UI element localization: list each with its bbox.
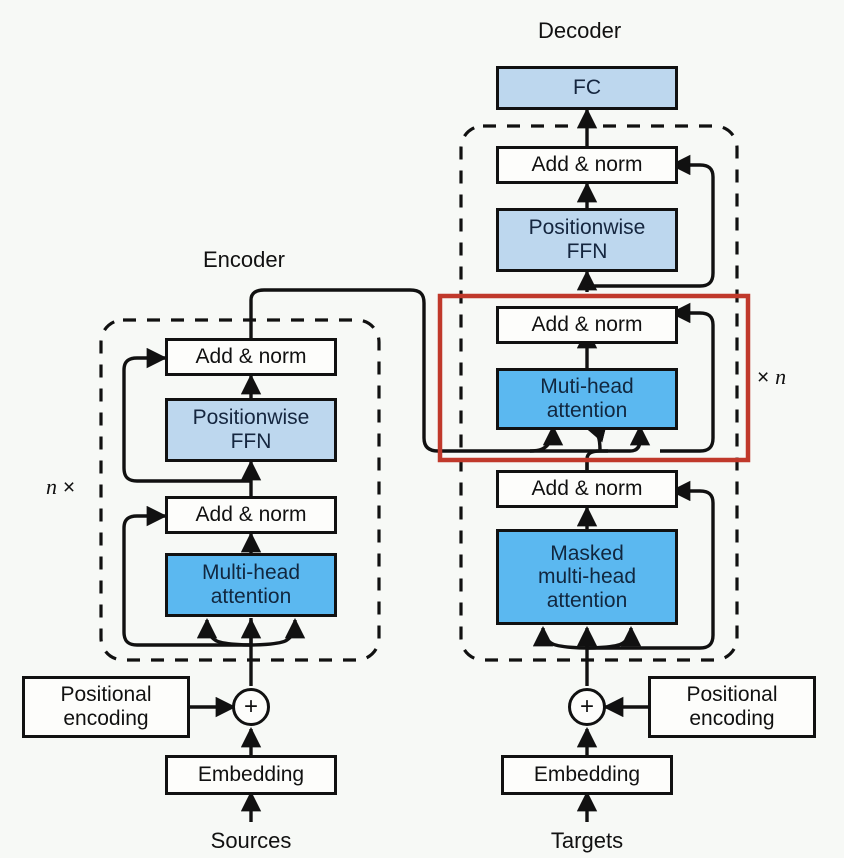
decoder-title: Decoder (538, 18, 622, 43)
decoder-residual-top (587, 154, 715, 288)
decoder-cross-attention-label-line2: attention (546, 399, 628, 422)
cross-attention-highlight-box (437, 293, 751, 463)
encoder-add-norm-bottom-label: Add & norm (195, 503, 307, 527)
decoder-add-operator[interactable]: + (568, 688, 606, 726)
encoder-residual-top (122, 347, 251, 483)
encoder-positionwise-ffn[interactable]: Positionwise FFN (165, 398, 337, 462)
decoder-masked-multi-head-attention[interactable]: Masked multi-head attention (496, 529, 678, 625)
decoder-add-norm-mid-label: Add & norm (531, 313, 643, 337)
decoder-masked-attention-label-line3: attention (546, 588, 628, 612)
decoder-add-norm-bottom-label: Add & norm (531, 477, 643, 501)
encoder-residual-bottom (122, 505, 251, 647)
encoder-ffn-label-line2: FFN (230, 430, 272, 453)
encoder-selfattn-input-left (196, 617, 252, 647)
decoder-repeat-n: n (775, 364, 787, 389)
decoder-add-norm-mid[interactable]: Add & norm (496, 306, 678, 344)
decoder-posenc-label-line1: Positional (686, 683, 778, 707)
encoder-repeat-label: n × (46, 474, 75, 500)
decoder-cross-attention-label-line1: Muti-head (540, 375, 634, 399)
encoder-output-to-decoder-bus (249, 288, 608, 453)
decoder-masked-attention-label-line1: Masked (550, 541, 624, 565)
encoder-dashed-boundary (99, 318, 381, 662)
encoder-repeat-times: × (62, 476, 76, 499)
decoder-posenc-label-line2: encoding (689, 707, 775, 730)
decoder-dashed-boundary (459, 124, 739, 662)
decoder-add-norm-top-label: Add & norm (531, 153, 643, 177)
encoder-title: Encoder (203, 247, 285, 272)
encoder-add-operator-label: + (243, 693, 258, 720)
decoder-embedding-label: Embedding (533, 763, 641, 787)
decoder-positionwise-ffn[interactable]: Positionwise FFN (496, 208, 678, 272)
decoder-maskedattn-input-left (532, 625, 588, 650)
decoder-masked-attention-label-line2: multi-head (537, 565, 637, 589)
encoder-embedding[interactable]: Embedding (165, 755, 337, 795)
encoder-embedding-label: Embedding (197, 763, 305, 787)
decoder-input-label: Targets (550, 828, 624, 853)
decoder-crossattn-input-center (585, 422, 608, 452)
decoder-repeat-times: × (757, 366, 770, 389)
decoder-embedding[interactable]: Embedding (501, 755, 673, 795)
decoder-addnorm-to-crossattn (585, 424, 651, 470)
decoder-residual-bottom (587, 480, 715, 650)
encoder-add-norm-bottom[interactable]: Add & norm (165, 496, 337, 534)
decoder-add-norm-top[interactable]: Add & norm (496, 146, 678, 184)
decoder-positional-encoding[interactable]: Positional encoding (648, 676, 816, 738)
encoder-posenc-label-line1: Positional (60, 683, 152, 707)
decoder-repeat-label: × n (757, 364, 786, 390)
decoder-add-operator-label: + (579, 693, 594, 720)
encoder-attention-label-line1: Multi-head (201, 561, 301, 585)
decoder-maskedattn-input-right (586, 625, 642, 650)
encoder-input-label: Sources (210, 828, 292, 853)
encoder-attention-label-line2: attention (210, 585, 292, 608)
decoder-crossattn-input-left (529, 424, 564, 453)
decoder-cross-attention[interactable]: Muti-head attention (496, 368, 678, 430)
encoder-selfattn-input-right (250, 617, 306, 647)
decoder-ffn-label-line1: Positionwise (528, 216, 646, 240)
encoder-posenc-label-line2: encoding (63, 707, 149, 730)
encoder-ffn-label-line1: Positionwise (192, 406, 310, 430)
encoder-add-operator[interactable]: + (232, 688, 270, 726)
decoder-ffn-label-line2: FFN (566, 240, 608, 263)
encoder-repeat-n: n (46, 474, 57, 499)
decoder-add-norm-bottom[interactable]: Add & norm (496, 470, 678, 508)
decoder-fc-label: FC (573, 76, 601, 100)
decoder-fc[interactable]: FC (496, 66, 678, 110)
encoder-positional-encoding[interactable]: Positional encoding (22, 676, 190, 738)
encoder-multi-head-attention[interactable]: Multi-head attention (165, 553, 337, 617)
encoder-add-norm-top-label: Add & norm (195, 345, 307, 369)
encoder-add-norm-top[interactable]: Add & norm (165, 338, 337, 376)
